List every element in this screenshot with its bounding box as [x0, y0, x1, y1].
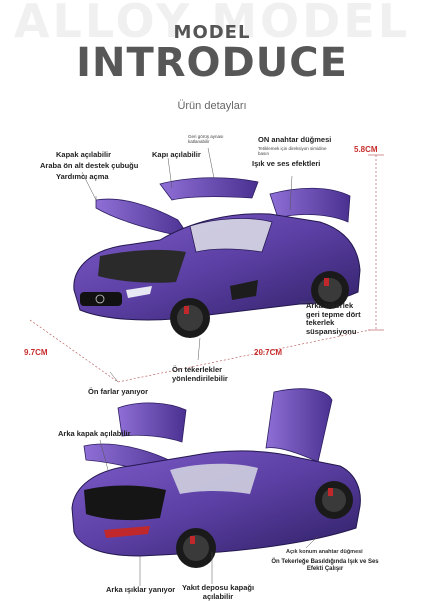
label-on-anahtar: ON anahtar düğmesi	[258, 135, 332, 144]
rear-left-door	[117, 402, 187, 443]
label-arka-tekerlek: Arka tekerlek geri tepme dört tekerlek s…	[306, 301, 361, 336]
windshield	[189, 218, 273, 253]
label-isik-ses: Işık ve ses efektleri	[252, 159, 321, 168]
label-yakit: Yakıt deposu kapağı açılabilir	[181, 583, 255, 601]
leader-lines-top	[81, 147, 316, 383]
model-heading: MODEL	[173, 22, 251, 43]
dimension-length: 20.7CM	[254, 348, 283, 357]
left-gullwing-door	[159, 177, 259, 201]
label-geri-gorus: Geri görüş aynası katlanabilir	[188, 134, 224, 145]
rear-wheel-bottom	[176, 528, 216, 568]
introduce-heading: INTRODUCE	[76, 40, 348, 86]
background-watermark: ALLOY MODEL	[13, 0, 411, 48]
dimension-width: 9.7CM	[24, 348, 48, 357]
dimension-lines-top	[29, 154, 384, 383]
label-tetikleme: Tetiklemek için direksiyon simidine bası…	[258, 146, 327, 157]
label-arka-kapak: Arka kapak açılabilir	[58, 429, 131, 438]
rear-window	[170, 463, 258, 494]
side-vent	[230, 280, 258, 300]
label-on-tekerlege: Ön Tekerleğe Basıldığında Işık ve Ses Ef…	[271, 559, 379, 572]
engine-bay	[98, 249, 186, 283]
headlight-left	[126, 286, 152, 298]
dimension-height: 5.8CM	[354, 145, 378, 154]
front-wheel-top	[170, 298, 210, 338]
front-grille	[80, 292, 122, 306]
label-on-tekerlek: Ön tekerlekler yönlendirilebilir	[172, 365, 228, 383]
label-kapak: Kapak açılabilir	[56, 150, 112, 159]
label-arka-isik: Arka ışıklar yanıyor	[106, 585, 176, 594]
label-acik-konum: Açık konum anahtar düğmesi	[286, 549, 363, 555]
front-wheel-bottom	[315, 481, 353, 519]
label-kapi: Kapı açılabilir	[152, 150, 201, 159]
label-araba-alt: Araba ön alt destek çubuğu	[40, 161, 139, 170]
tail-light	[104, 526, 150, 538]
open-trunk	[84, 485, 166, 521]
rear-wheel-top	[311, 271, 349, 309]
label-on-farlar: Ön farlar yanıyor	[88, 387, 149, 396]
leader-lines-bottom	[99, 439, 319, 586]
label-yardimci: Yardımcı açma	[56, 172, 109, 181]
front-logo	[95, 294, 105, 304]
right-gullwing-door	[269, 187, 351, 223]
page-subtitle: Ürün detayları	[177, 100, 247, 112]
rear-right-door	[265, 388, 333, 463]
